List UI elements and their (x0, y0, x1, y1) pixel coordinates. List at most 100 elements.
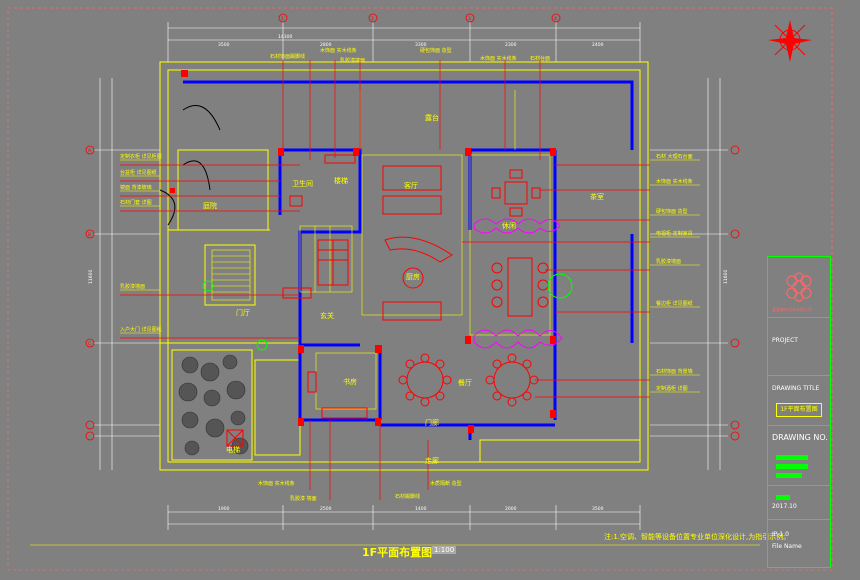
tb-bar-1 (776, 455, 808, 460)
grid-row-c: C (88, 341, 91, 347)
grid-bubbles-top (278, 13, 561, 23)
label-bottom-2: 乳胶漆 墙面 (290, 495, 317, 502)
tb-bar-4 (776, 495, 790, 500)
structural-columns (170, 70, 556, 433)
stair-symbol (211, 249, 251, 301)
room-lounge: 休闲 (502, 221, 516, 230)
sheet-note: 注:1.空调、智能等设备位置专业单位深化设计,为指引示例。 (604, 533, 791, 541)
north-arrow-icon (768, 20, 812, 62)
label-right-2: 木饰面 实木线条 (656, 178, 693, 185)
label-top-4: 硬包饰面 造型 (420, 47, 452, 54)
label-right-3: 硬包饰面 造型 (656, 208, 688, 215)
leader-lines (120, 60, 650, 500)
dim-bottom-5: 3500 (592, 506, 604, 512)
label-right-7: 石材饰面 背景墙 (656, 368, 693, 375)
label-top-6: 石材台面 (530, 55, 550, 62)
label-bottom-1: 木饰面 实木线条 (258, 480, 295, 487)
living-furniture (382, 165, 453, 321)
label-right-1: 石材 大理石台面 (656, 153, 693, 160)
room-yard: 庭院 (203, 201, 217, 210)
label-stubs (120, 159, 700, 393)
sheet-title: 1F平面布置图 (362, 546, 433, 559)
grid-col-2: 2 (371, 16, 374, 22)
green-markers (202, 273, 573, 351)
label-right-8: 定制酒柜 详图 (656, 385, 688, 392)
room-corridor: 走廊 (425, 456, 439, 465)
dimension-right (650, 78, 728, 470)
dimension-top (167, 22, 641, 62)
room-living: 客厅 (404, 181, 418, 190)
planters (473, 218, 563, 349)
room-lift: 电梯 (226, 445, 240, 454)
grid-bubbles-side (85, 145, 740, 441)
title-block: 某某装饰设计有限公司 PROJECT DRAWING TITLE 1F平面布置图… (767, 256, 831, 568)
grid-row-b: B (88, 232, 91, 238)
drawing-title: 1F平面布置图 (776, 403, 822, 417)
tb-bar-3 (776, 473, 802, 478)
label-left-6: 入户大门 详见图纸 (120, 326, 162, 333)
room-bath: 卫生间 (292, 179, 313, 188)
grid-col-4: 4 (554, 16, 557, 22)
kitchen-furniture (282, 154, 356, 299)
lift-box (226, 429, 244, 447)
walls (183, 80, 634, 440)
dim-top-total: 14300 (278, 34, 292, 40)
sheet-scale: 1:100 (432, 546, 457, 554)
room-terrace: 露台 (425, 113, 439, 122)
dim-top-1: 3500 (218, 42, 230, 48)
grid-col-1: 1 (281, 16, 284, 22)
company-name: 某某装饰设计有限公司 (772, 307, 812, 312)
dining-table (491, 257, 549, 317)
dim-top-5: 2400 (592, 42, 604, 48)
dim-bottom-1: 1900 (218, 506, 230, 512)
room-study: 书房 (343, 377, 357, 386)
dim-top-4: 2300 (505, 42, 517, 48)
dim-bottom-2: 2500 (320, 506, 332, 512)
room-hall: 玄关 (320, 311, 334, 320)
elevator-stair (317, 239, 349, 286)
file-label: File Name (772, 543, 802, 550)
label-right-6: 餐边柜 详见图纸 (656, 300, 693, 307)
room-dining: 餐厅 (458, 378, 472, 387)
dim-top-3: 3300 (415, 42, 427, 48)
room-porch: 门廊 (425, 418, 439, 427)
dim-bottom-3: 1400 (415, 506, 427, 512)
room-entry: 门厅 (236, 308, 250, 317)
round-tables (398, 353, 539, 407)
label-bottom-4: 木质隔断 造型 (430, 480, 462, 487)
room-stair: 楼梯 (334, 176, 348, 185)
label-top-2: 木饰面 实木线条 (320, 47, 357, 54)
project-label: PROJECT (772, 337, 798, 344)
grid-row-a: A (88, 148, 92, 154)
garden-trees (178, 354, 249, 456)
drawing-no-label: DRAWING NO. (772, 433, 828, 442)
room-tea: 茶室 (590, 192, 604, 201)
dimension-bottom (167, 505, 641, 530)
label-left-4: 石材门套 详图 (120, 199, 152, 206)
date: 2017.10 (772, 503, 797, 510)
dim-bottom-4: 2000 (505, 506, 517, 512)
label-bottom-3: 石材踢脚线 (395, 493, 420, 500)
label-right-4: 电视柜 定制家具 (656, 230, 693, 237)
label-top-5: 木饰面 实木线条 (480, 55, 517, 62)
building-outline (159, 61, 649, 471)
label-left-1: 定制衣柜 详见柜图 (120, 153, 162, 160)
doors (159, 105, 221, 226)
study-furniture (307, 371, 368, 419)
dim-top-2: 2800 (320, 42, 332, 48)
label-right-5: 乳胶漆墙面 (656, 258, 681, 265)
label-left-3: 镜面 背漆玻璃 (120, 184, 152, 191)
label-left-2: 台盆柜 详见图纸 (120, 169, 157, 176)
tb-bar-2 (776, 464, 808, 469)
tea-table (491, 169, 541, 217)
room-kitchen: 厨房 (406, 272, 420, 281)
grid-col-3: 3 (468, 16, 471, 22)
company-logo-icon (786, 272, 812, 302)
label-top-1: 石材饰面踢脚线 (270, 53, 305, 60)
dim-right-total: 11600 (723, 270, 729, 284)
label-left-5: 乳胶漆墙面 (120, 283, 145, 290)
sheet-code: IP-1.0 (772, 531, 789, 538)
dim-left-total: 11600 (88, 270, 94, 284)
dimension-left (94, 78, 160, 470)
